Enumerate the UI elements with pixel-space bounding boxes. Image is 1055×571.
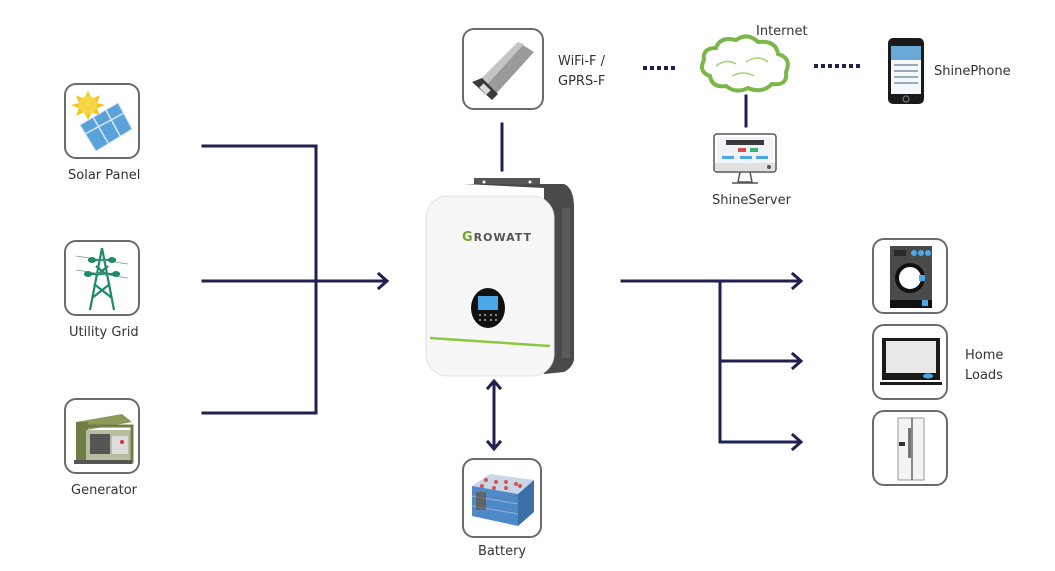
monitor-icon	[713, 133, 777, 184]
wifi-dongle-icon	[472, 42, 534, 100]
power-tower-icon	[75, 247, 129, 311]
smartphone-icon	[888, 38, 924, 104]
load-television[interactable]	[872, 324, 948, 400]
solar-panel-node[interactable]	[64, 83, 140, 159]
arrow-down-battery	[485, 439, 503, 452]
television-icon	[880, 338, 942, 385]
internet-node[interactable]	[696, 32, 796, 96]
solar-panel-icon	[71, 91, 133, 152]
shinephone-label: ShinePhone	[934, 64, 1011, 79]
arrow-load-2	[790, 351, 804, 371]
home-loads-label: Home Loads	[965, 346, 1003, 386]
utility-grid-node[interactable]	[64, 240, 140, 316]
arrow-load-1	[790, 271, 804, 291]
wifi-module-label-line1: WiFi-F /	[558, 54, 606, 69]
solar-panel-label: Solar Panel	[68, 168, 141, 183]
home-loads-label-line2: Loads	[965, 368, 1003, 383]
shineserver-label: ShineServer	[712, 193, 791, 208]
inverter-icon	[425, 178, 574, 377]
refrigerator-icon	[897, 417, 925, 481]
shinephone-node[interactable]	[886, 36, 926, 106]
inverter-brand-initial: G	[462, 230, 474, 245]
washing-machine-icon	[890, 246, 932, 308]
internet-label: Internet	[756, 24, 808, 39]
arrow-to-inverter	[376, 271, 390, 291]
wifi-module-label-line2: GPRS-F	[558, 74, 606, 89]
battery-icon	[471, 474, 534, 526]
inverter-brand-rest: ROWATT	[473, 231, 533, 244]
arrow-up-inverter	[485, 378, 503, 391]
shineserver-node[interactable]	[712, 132, 778, 188]
wifi-module-node[interactable]	[462, 28, 544, 110]
home-loads-label-line1: Home	[965, 348, 1004, 363]
cloud-icon	[700, 34, 790, 93]
battery-node[interactable]	[462, 458, 542, 538]
load-refrigerator[interactable]	[872, 410, 948, 486]
inverter-brand-logo: GROWATT	[462, 230, 532, 245]
load-washing-machine[interactable]	[872, 238, 948, 314]
utility-grid-label: Utility Grid	[69, 325, 139, 340]
generator-icon	[74, 414, 134, 464]
generator-node[interactable]	[64, 398, 140, 474]
arrow-load-3	[790, 432, 804, 452]
wifi-module-label: WiFi-F / GPRS-F	[558, 52, 605, 92]
battery-label: Battery	[478, 544, 527, 559]
generator-label: Generator	[71, 483, 138, 498]
inverter[interactable]: GROWATT	[424, 178, 584, 378]
